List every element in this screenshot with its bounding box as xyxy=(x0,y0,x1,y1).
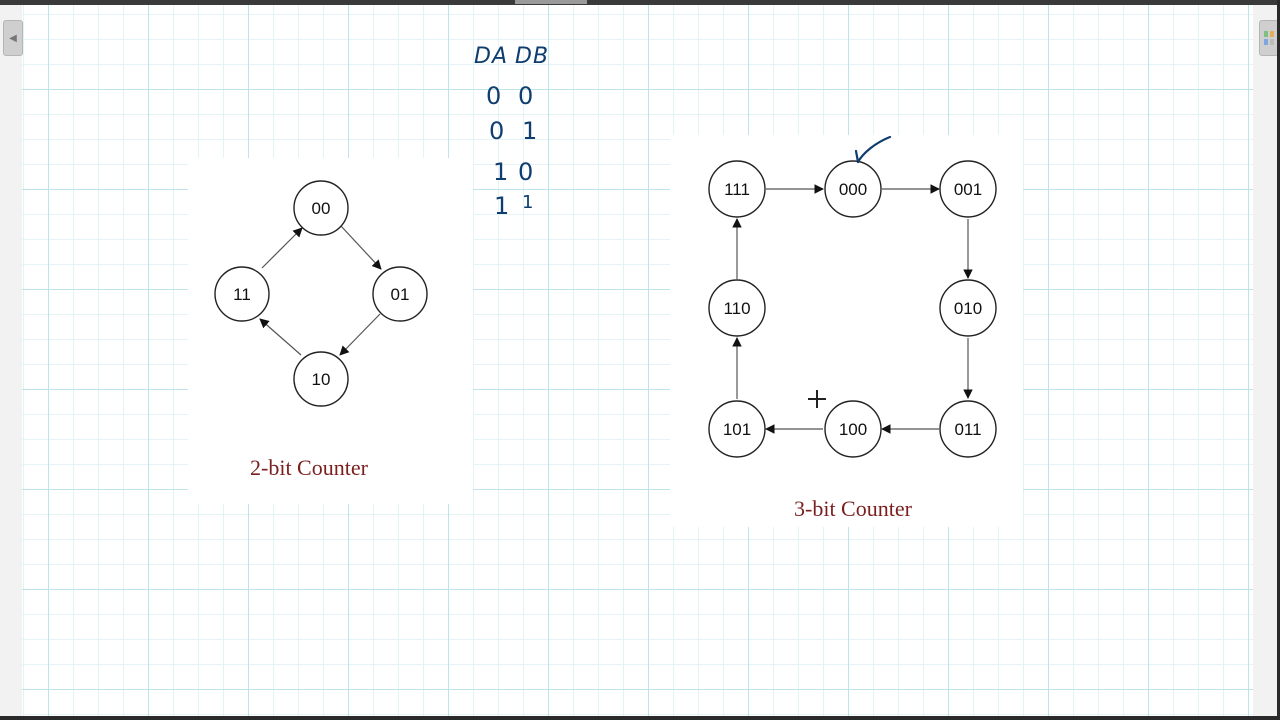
state-node-000: 000 xyxy=(824,160,882,218)
svg-text:111: 111 xyxy=(724,180,750,199)
checkmark-annotation-tail xyxy=(854,149,860,164)
state-node-110: 110 xyxy=(708,279,766,337)
window-edge-right xyxy=(1277,0,1280,720)
three-bit-counter-panel: 000 001 010 011 100 101 xyxy=(670,135,1023,527)
table-cell: 0 xyxy=(518,158,534,186)
top-drag-handle[interactable] xyxy=(515,0,587,4)
table-cell: 0 xyxy=(518,82,534,110)
table-cell: 1 xyxy=(522,117,538,145)
svg-text:110: 110 xyxy=(723,299,750,318)
chevron-left-icon: ◀ xyxy=(9,32,17,44)
svg-text:101: 101 xyxy=(723,420,751,439)
state-node-001: 001 xyxy=(939,160,997,218)
three-bit-state-diagram: 000 001 010 011 100 101 xyxy=(708,135,997,458)
table-cell: 1 xyxy=(522,192,534,213)
svg-text:010: 010 xyxy=(954,299,982,318)
left-collapse-button[interactable]: ◀ xyxy=(3,20,23,56)
table-cell: 1 xyxy=(494,192,510,220)
checkmark-annotation-icon xyxy=(856,135,892,164)
right-pages-button[interactable] xyxy=(1259,20,1279,56)
state-node-00: 00 xyxy=(293,180,349,236)
two-bit-counter-panel: 00 01 10 11 2-bit Counter xyxy=(188,158,473,504)
state-node-111: 111 xyxy=(708,160,766,218)
window-edge-bottom xyxy=(0,716,1280,720)
state-node-11: 11 xyxy=(214,266,270,322)
state-node-100: 100 xyxy=(824,400,882,458)
svg-text:001: 001 xyxy=(954,180,982,199)
svg-text:10: 10 xyxy=(312,370,331,389)
svg-text:100: 100 xyxy=(839,420,867,439)
two-bit-counter-caption: 2-bit Counter xyxy=(250,455,368,480)
crosshair-cursor-icon xyxy=(808,390,826,408)
state-node-011: 011 xyxy=(939,400,997,458)
edge-00-01 xyxy=(340,225,382,270)
two-bit-state-diagram: 00 01 10 11 xyxy=(214,180,428,407)
table-cell: 1 xyxy=(493,158,509,186)
svg-text:011: 011 xyxy=(954,420,981,439)
top-toolbar-bar xyxy=(0,0,1280,5)
three-bit-counter-caption: 3-bit Counter xyxy=(794,496,912,521)
svg-text:00: 00 xyxy=(312,199,331,218)
state-node-01: 01 xyxy=(372,266,428,322)
edge-01-10 xyxy=(339,313,381,356)
left-side-strip xyxy=(0,5,22,716)
table-header-db: DB xyxy=(515,44,550,69)
svg-text:000: 000 xyxy=(839,180,867,199)
svg-text:11: 11 xyxy=(233,285,251,304)
edge-11-00 xyxy=(261,227,303,269)
state-node-10: 10 xyxy=(293,351,349,407)
table-cell: 0 xyxy=(489,117,505,145)
table-header-da: DA xyxy=(474,44,508,69)
svg-text:01: 01 xyxy=(391,285,410,304)
table-cell: 0 xyxy=(486,82,502,110)
state-node-010: 010 xyxy=(939,279,997,337)
right-side-strip xyxy=(1253,5,1277,716)
page-grid-icon xyxy=(1264,31,1274,45)
state-node-101: 101 xyxy=(708,400,766,458)
edge-10-11 xyxy=(259,318,302,356)
